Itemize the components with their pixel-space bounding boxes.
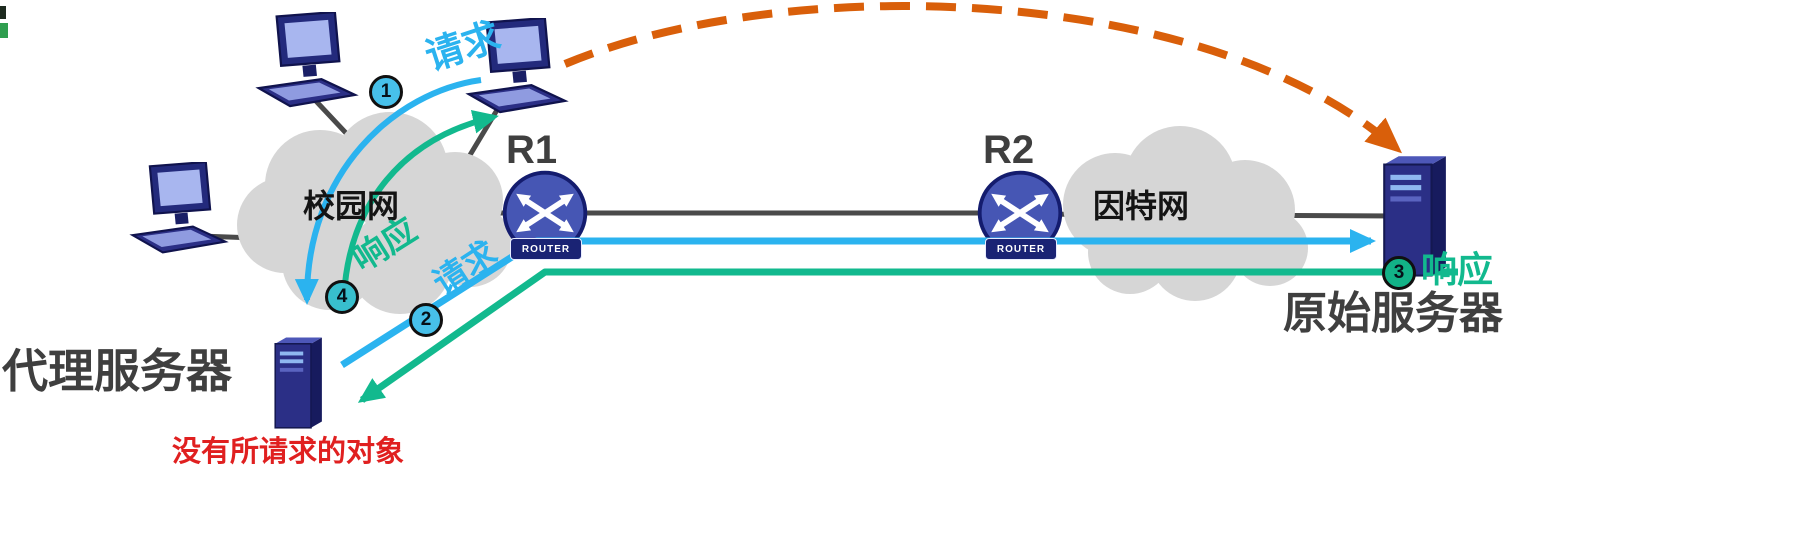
router-2-name: R2 bbox=[983, 128, 1035, 172]
step-3-badge: 3 bbox=[1382, 256, 1416, 290]
router-2-caption: ROUTER bbox=[985, 238, 1057, 260]
step-4-badge: 4 bbox=[325, 280, 359, 314]
step-3-response-label: 响应 bbox=[1421, 249, 1494, 290]
origin-server-label: 原始服务器 bbox=[1283, 289, 1503, 338]
campus-network-label: 校园网 bbox=[303, 188, 400, 224]
request-1-arrow bbox=[294, 77, 482, 305]
edge-artifact-green bbox=[0, 23, 8, 38]
desktop-pc-icon-1 bbox=[257, 12, 357, 108]
no-requested-object-label: 没有所请求的对象 bbox=[172, 436, 405, 468]
desktop-pc-icon-2 bbox=[131, 162, 227, 254]
response-3-arrow bbox=[357, 268, 1458, 403]
proxy-server-icon bbox=[274, 336, 323, 429]
edge-artifact-dark bbox=[0, 6, 6, 19]
step-1-badge: 1 bbox=[369, 75, 403, 109]
proxy-server-label: 代理服务器 bbox=[2, 345, 232, 397]
bypass-dashed-arrow bbox=[563, 2, 1403, 154]
internet-label: 因特网 bbox=[1093, 188, 1190, 224]
router-1-name: R1 bbox=[506, 128, 558, 172]
step-2-badge: 2 bbox=[409, 303, 443, 337]
response-4-arrow bbox=[341, 109, 499, 297]
router-1-caption: ROUTER bbox=[510, 238, 582, 260]
